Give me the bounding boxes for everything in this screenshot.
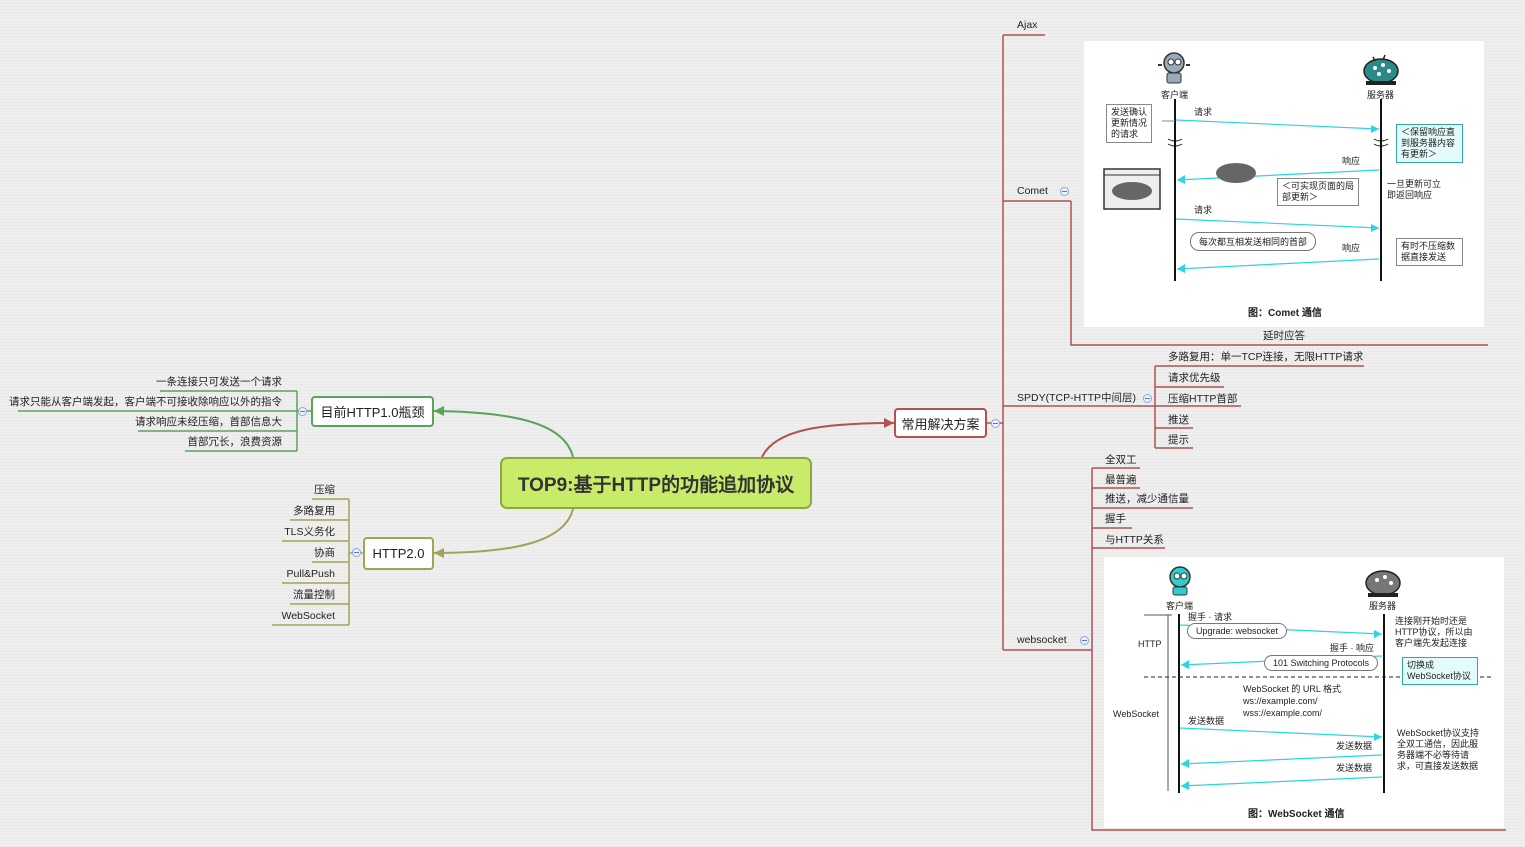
ws-url-format-label: WebSocket 的 URL 格式	[1243, 684, 1342, 694]
comet-resp2-label: 响应	[1342, 243, 1361, 253]
collapse-toggle-http1[interactable]	[298, 407, 307, 416]
websocket-item-handshake[interactable]: 握手	[1105, 513, 1126, 525]
http1-item-3[interactable]: 请求响应未经压缩，首部信息大	[135, 416, 282, 428]
comet-sequence-lines	[1103, 52, 1399, 281]
spdy-item-multiplex[interactable]: 多路复用：单一TCP连接，无限HTTP请求	[1168, 351, 1364, 363]
ws-send-data-3: 发送数据	[1336, 763, 1373, 773]
solution-spdy[interactable]: SPDY(TCP-HTTP中间层)	[1017, 392, 1136, 404]
topic-http2[interactable]: HTTP2.0	[363, 537, 434, 570]
http2-item-multiplex[interactable]: 多路复用	[293, 505, 335, 517]
http1-item-4[interactable]: 首部冗长，浪费资源	[187, 436, 283, 448]
server-icon	[1363, 54, 1399, 85]
ws-http-section-label: HTTP	[1138, 639, 1162, 649]
arrow-solutions	[884, 418, 894, 428]
http2-item-negotiate[interactable]: 协商	[314, 547, 335, 559]
ws-url-1: ws://example.com/	[1243, 696, 1318, 706]
spdy-item-compress-header[interactable]: 压缩HTTP首部	[1168, 393, 1238, 405]
comet-resp1-label: 响应	[1342, 156, 1361, 166]
topic-http1-bottleneck[interactable]: 目前HTTP1.0瓶颈	[311, 396, 434, 427]
ws-send-data-1: 发送数据	[1188, 716, 1225, 726]
http2-item-tls[interactable]: TLS义务化	[284, 526, 335, 538]
client-robot-icon	[1169, 566, 1191, 596]
ws-websocket-section-label: WebSocket	[1113, 709, 1159, 719]
ws-note-full-duplex: WebSocket协议支持全双工通信，因此服务器端不必等待请求，可直接发送数据	[1397, 728, 1479, 771]
solution-comet[interactable]: Comet	[1017, 185, 1048, 197]
comet-note-return-immediately: 一旦更新可立即返回响应	[1387, 179, 1442, 200]
ws-send-data-2: 发送数据	[1336, 741, 1373, 751]
arrow-http1	[434, 406, 444, 416]
comet-note-partial-update: ＜可实现页面的局部更新＞	[1277, 178, 1359, 206]
websocket-item-fullduplex[interactable]: 全双工	[1105, 454, 1137, 466]
spdy-item-push[interactable]: 推送	[1168, 414, 1189, 426]
branch-http1	[433, 410, 574, 458]
comet-note-same-header: 每次都互相发送相同的首部	[1190, 232, 1317, 251]
solution-websocket[interactable]: websocket	[1017, 634, 1067, 646]
websocket-diagram-image: 客户端 服务器 握手 · 请求 Upgrade: websocket 握手 · …	[1104, 557, 1504, 828]
ws-url-2: wss://example.com/	[1243, 708, 1323, 718]
central-topic[interactable]: TOP9:基于HTTP的功能追加协议	[500, 457, 812, 509]
http2-item-pullpush[interactable]: Pull&Push	[286, 568, 335, 580]
ws-handshake-request-label: 握手 · 请求	[1188, 612, 1232, 622]
http1-item-2[interactable]: 请求只能从客户端发起，客户端不可接收除响应以外的指令	[9, 396, 282, 408]
spdy-item-hint[interactable]: 提示	[1168, 434, 1189, 446]
solution-ajax[interactable]: Ajax	[1017, 19, 1038, 31]
websocket-item-common[interactable]: 最普遍	[1105, 474, 1137, 486]
http2-item-compress[interactable]: 压缩	[314, 484, 335, 496]
http1-item-1[interactable]: 一条连接只可发送一个请求	[156, 376, 282, 388]
collapse-toggle-spdy[interactable]	[1143, 394, 1152, 403]
http1-leaf-lines	[18, 390, 311, 452]
comet-child-delayed-response[interactable]: 延时应答	[1263, 330, 1305, 342]
http2-item-websocket[interactable]: WebSocket	[281, 610, 336, 622]
http2-item-flow[interactable]: 流量控制	[293, 589, 335, 601]
comet-server-label: 服务器	[1367, 90, 1395, 100]
arrow-http2	[434, 548, 444, 558]
ws-server-label: 服务器	[1369, 601, 1397, 611]
comet-figure-caption: 图：Comet 通信	[1248, 308, 1322, 319]
ws-client-label: 客户端	[1166, 601, 1194, 611]
websocket-item-http-relation[interactable]: 与HTTP关系	[1105, 534, 1164, 546]
collapse-toggle-comet[interactable]	[1060, 187, 1069, 196]
branch-http2	[433, 508, 574, 554]
comet-note-no-compress: 有时不压缩数据直接发送	[1396, 238, 1463, 266]
collapse-toggle-http2[interactable]	[352, 548, 361, 557]
ws-figure-caption: 图：WebSocket 通信	[1248, 809, 1345, 820]
server-icon	[1365, 570, 1401, 597]
comet-diagram-image: 客户端 服务器 请求 响应 请求 响应 发送确认更新情况的请求 ＜保留响应直到服…	[1084, 41, 1484, 327]
ws-note-switch-protocol: 切换成WebSocket协议	[1402, 657, 1478, 685]
ws-note-client-first: 连接刚开始时还是HTTP协议，所以由客户端先发起连接	[1395, 616, 1473, 648]
websocket-item-push[interactable]: 推送，减少通信量	[1105, 493, 1189, 505]
ws-handshake-response-label: 握手 · 响应	[1330, 643, 1374, 653]
branch-solutions	[761, 422, 895, 458]
comet-req1-label: 请求	[1194, 107, 1213, 117]
client-robot-icon	[1158, 52, 1190, 84]
ws-switching-pill: 101 Switching Protocols	[1264, 655, 1379, 671]
collapse-toggle-solutions[interactable]	[991, 419, 1000, 428]
comet-note-hold-response: ＜保留响应直到服务器内容有更新＞	[1396, 124, 1463, 163]
solutions-branch-lines	[987, 34, 1506, 831]
spdy-item-priority[interactable]: 请求优先级	[1168, 372, 1221, 384]
comet-req2-label: 请求	[1194, 205, 1213, 215]
ws-upgrade-pill: Upgrade: websocket	[1187, 623, 1288, 639]
topic-common-solutions[interactable]: 常用解决方案	[894, 408, 987, 438]
collapse-toggle-websocket[interactable]	[1080, 636, 1089, 645]
comet-client-label: 客户端	[1161, 90, 1189, 100]
comet-note-confirm-request: 发送确认更新情况的请求	[1106, 104, 1152, 143]
